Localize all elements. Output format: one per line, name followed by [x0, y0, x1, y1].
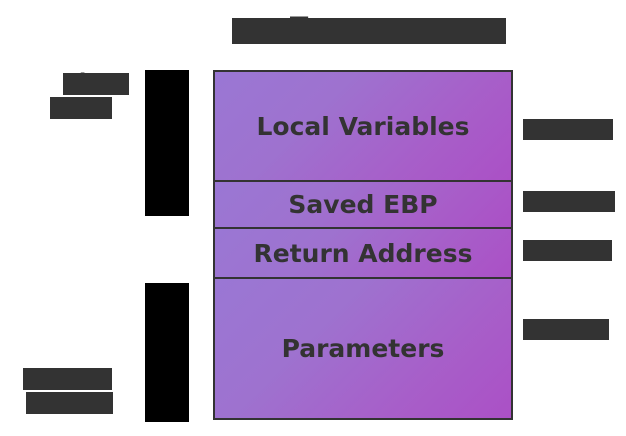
stack-block-local-variables: Local Variables: [215, 72, 511, 180]
annotation-saved-ebp-redaction: [523, 191, 615, 212]
stack-growth-label: k G h: [30, 70, 142, 120]
stack-block-return-address-label: Return Address: [253, 238, 473, 268]
stack-growth-arrow: [145, 70, 189, 216]
page-title: T e: [0, 12, 626, 44]
stack-block-local-variables-label: Local Variables: [256, 111, 470, 141]
stack-block-saved-ebp-label: Saved EBP: [288, 190, 438, 219]
stack-block-parameters-label: Parameters: [281, 334, 445, 363]
annotation-parameters-redaction: [523, 319, 609, 340]
page-title-redaction: [232, 18, 506, 44]
annotation-return-address-redaction: [523, 240, 612, 261]
stack-growth-label-redaction-2: [50, 97, 112, 119]
address-growth-arrow: [145, 283, 189, 422]
stack-frame-diagram: Local Variables Saved EBP Return Address…: [213, 70, 513, 420]
higher-addresses-label-redaction-1: [23, 368, 112, 390]
higher-addresses-label: er A s: [6, 365, 142, 415]
annotation-local-variables-redaction: [523, 119, 613, 140]
stack-block-return-address: Return Address: [215, 227, 511, 277]
stack-block-saved-ebp: Saved EBP: [215, 180, 511, 227]
higher-addresses-label-redaction-2: [26, 392, 113, 414]
stack-block-parameters: Parameters: [215, 277, 511, 418]
stack-growth-label-redaction-1: [63, 73, 129, 95]
